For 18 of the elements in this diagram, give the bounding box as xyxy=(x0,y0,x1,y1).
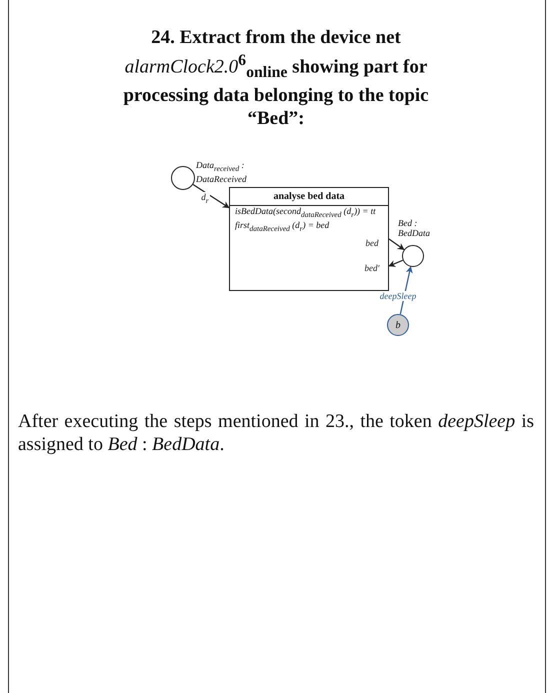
place-label: Bed : BedData xyxy=(398,218,431,238)
arrow xyxy=(192,184,230,208)
edge-label: bed xyxy=(364,238,380,248)
place-label: Data$_{received}$ : DataReceived xyxy=(196,160,248,184)
guard-text: first$_{dataReceived}$ (d$_{r}$) = bed xyxy=(234,220,330,234)
arrow xyxy=(388,260,404,267)
caption: After executing the steps mentioned in 23., the token deepSleep is assigned to Bed : BedData. xyxy=(18,410,534,456)
edge-label: bed′ xyxy=(364,263,380,273)
title: 24. Extract from the device net alarmClock2.0$^{6}$$_{online}$ showing part for processing data belonging to the topic “Bed”: xyxy=(122,26,430,130)
arrow xyxy=(388,238,405,250)
token-circle: b xyxy=(387,314,409,336)
transition-box xyxy=(229,187,389,291)
guard-text: isBedData(second$_{dataReceived}$ (d$_{r}$)) = tt xyxy=(234,206,377,220)
transition-title: analyse bed data xyxy=(230,188,388,206)
place-circle xyxy=(402,245,424,267)
edge-label: deepSleep xyxy=(378,291,418,301)
edge-label: d$_{r}$ xyxy=(200,192,210,206)
place-circle xyxy=(171,166,195,190)
